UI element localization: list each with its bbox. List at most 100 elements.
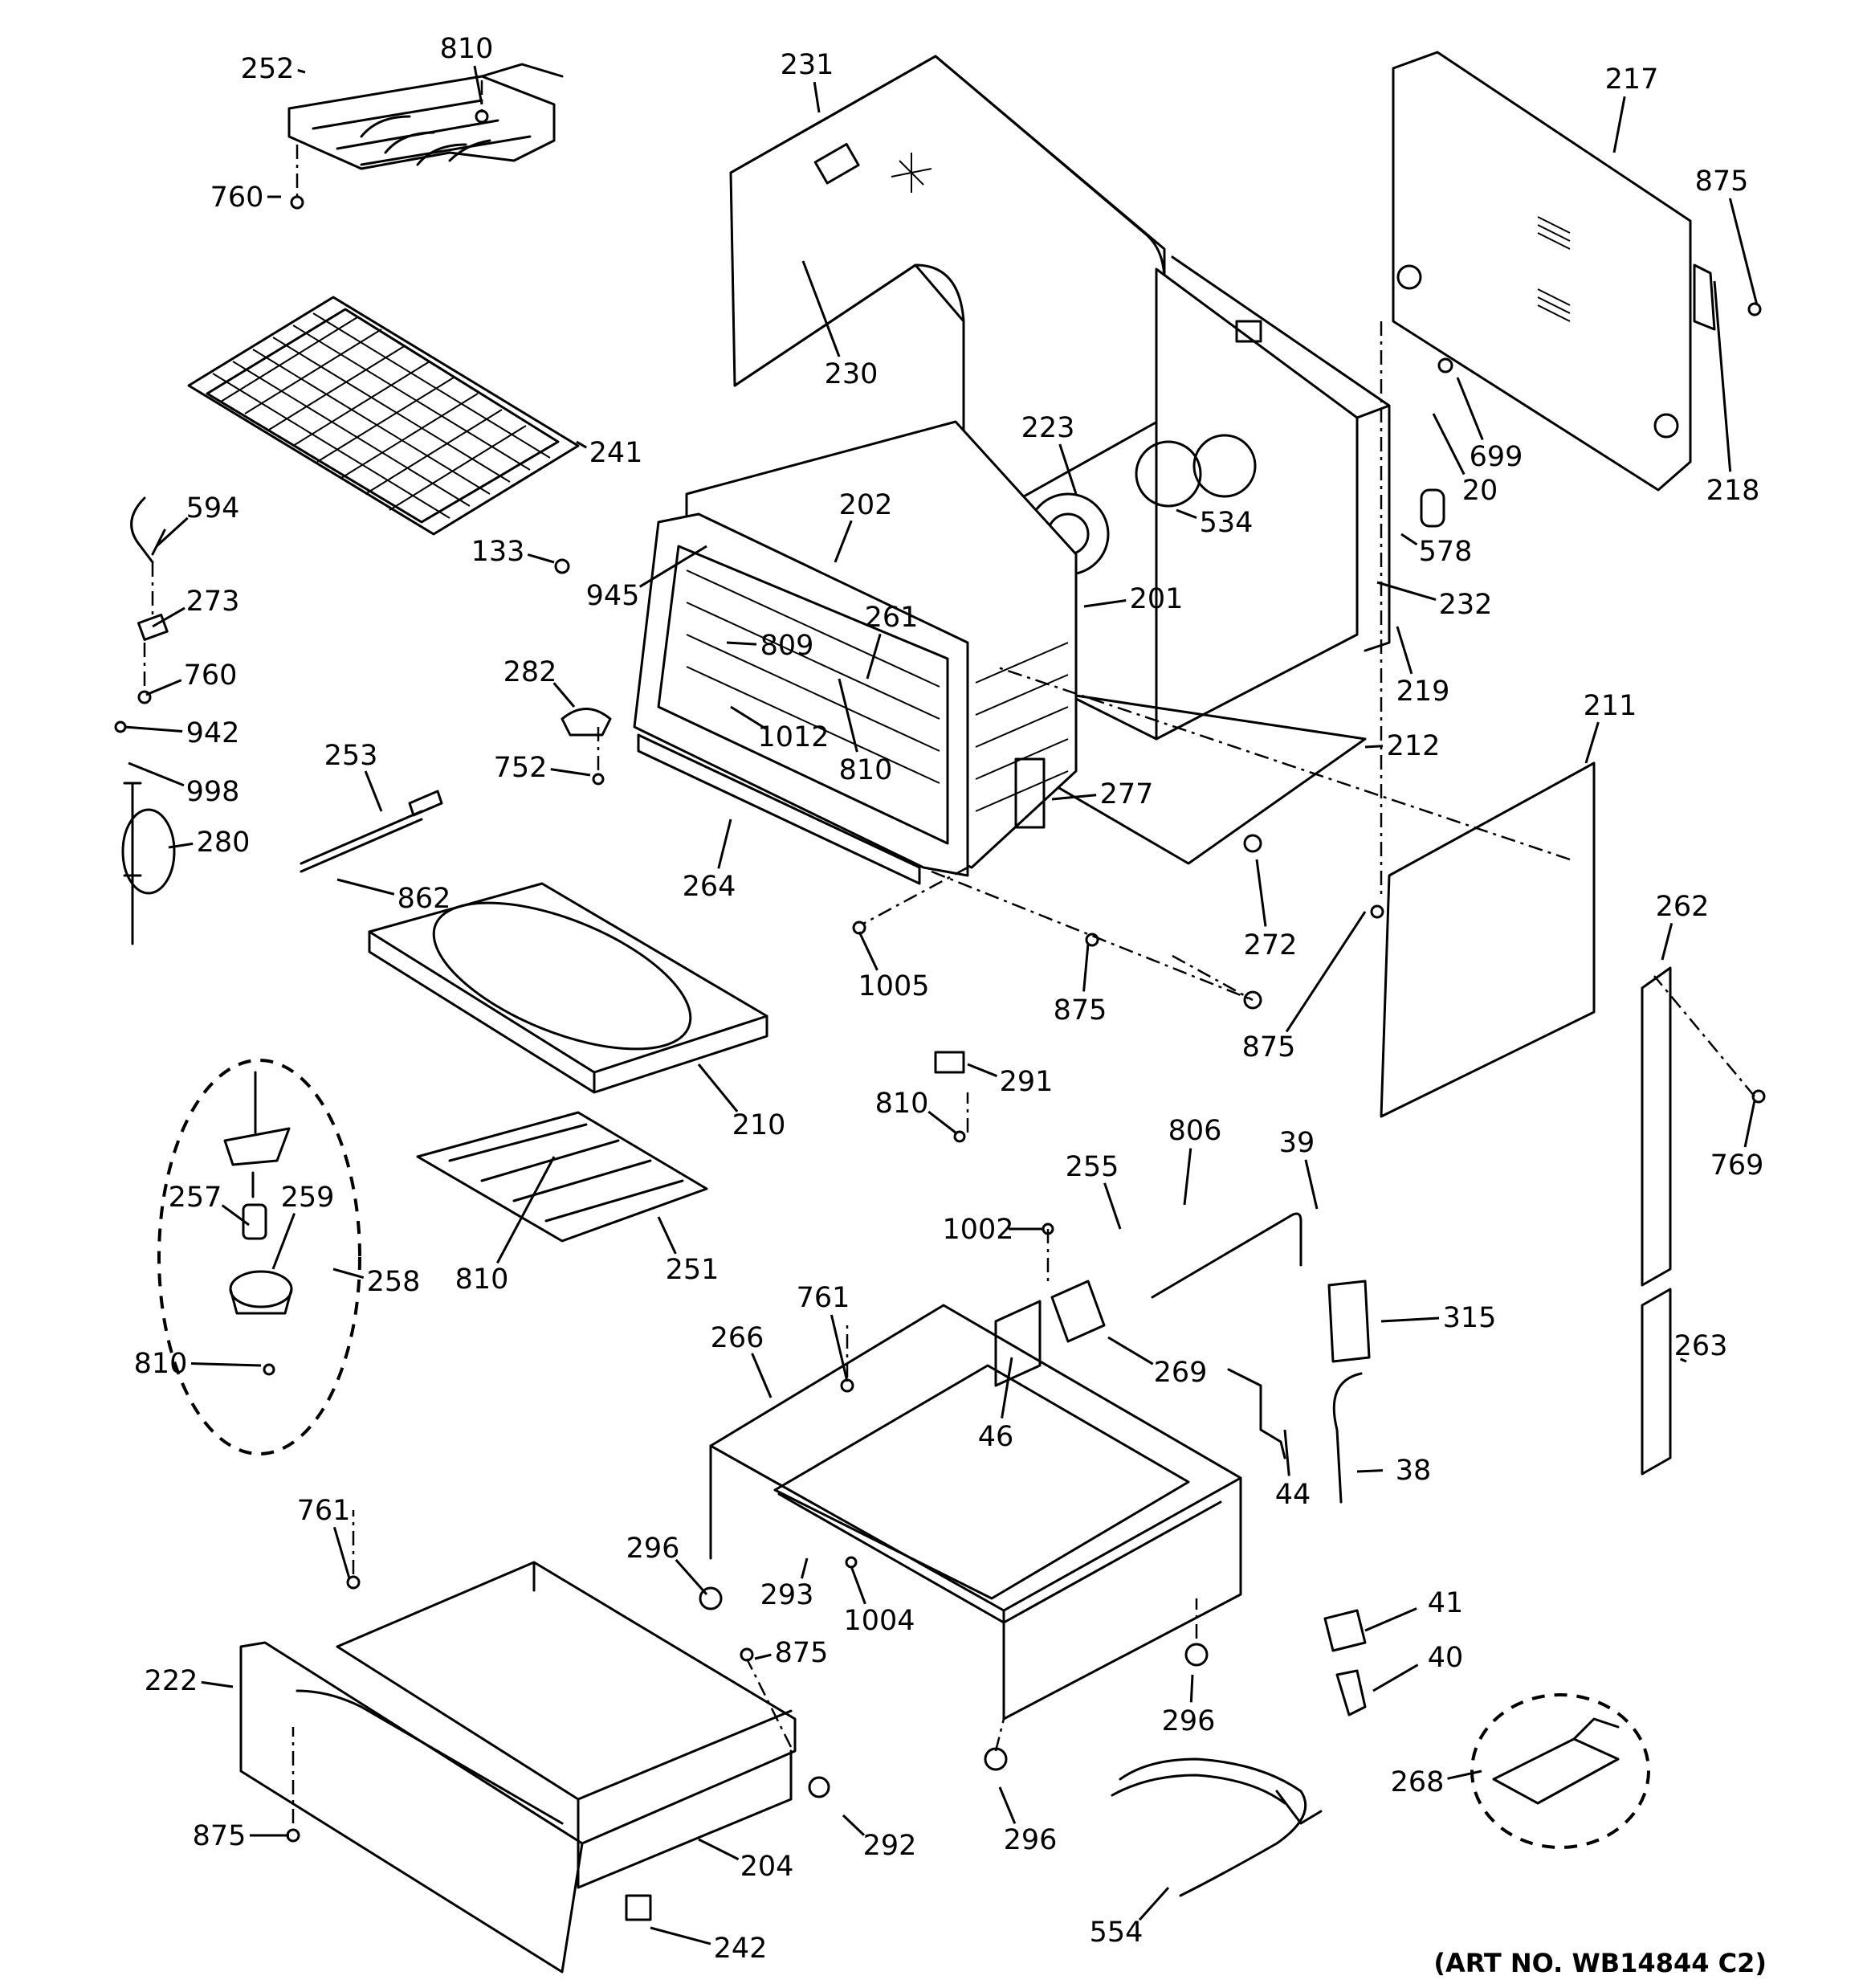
leader-line-c875d <box>754 1653 772 1660</box>
leader-line-c223 <box>1058 443 1078 495</box>
callout-c273: 273 <box>186 586 240 618</box>
callout-c810d: 810 <box>455 1263 509 1296</box>
callout-c258: 258 <box>367 1266 421 1298</box>
callout-c266: 266 <box>711 1322 764 1354</box>
callout-c263: 263 <box>1674 1330 1728 1362</box>
leader-line-c218 <box>1713 280 1732 472</box>
callout-c699: 699 <box>1470 441 1523 473</box>
leader-line-c296b <box>1189 1674 1194 1703</box>
callout-c262: 262 <box>1656 891 1710 923</box>
callout-c217: 217 <box>1605 63 1659 96</box>
leader-line-c210 <box>697 1063 739 1112</box>
leader-line-c133 <box>527 553 555 564</box>
leader-line-c699 <box>1456 377 1484 441</box>
leader-line-c761a <box>830 1314 849 1382</box>
callout-c594: 594 <box>186 492 240 525</box>
leader-line-c809 <box>726 641 757 646</box>
callout-c769: 769 <box>1710 1149 1764 1182</box>
callout-c810c: 810 <box>875 1088 929 1120</box>
leader-line-c241 <box>576 440 588 449</box>
callout-c253: 253 <box>324 740 378 772</box>
leader-line-c262 <box>1661 922 1673 961</box>
leader-line-c251 <box>657 1216 677 1255</box>
leader-line-c554 <box>1138 1887 1170 1921</box>
leader-line-c998 <box>128 761 185 787</box>
callout-c257: 257 <box>169 1182 222 1214</box>
bake-element-251 <box>416 1111 708 1243</box>
leader-line-c875c <box>1285 911 1367 1033</box>
leader-line-c217 <box>1612 96 1626 153</box>
callout-c296a: 296 <box>626 1533 680 1565</box>
leader-line-c230 <box>801 260 841 357</box>
leader-line-c268 <box>1447 1770 1482 1780</box>
callout-c268: 268 <box>1391 1766 1445 1798</box>
leader-line-c594 <box>155 516 189 548</box>
leader-line-c810e <box>190 1362 262 1367</box>
leader-line-c46 <box>1001 1357 1013 1419</box>
sensor-253 <box>300 790 443 873</box>
leader-line-c252 <box>297 68 306 74</box>
callout-c875d: 875 <box>775 1637 829 1669</box>
callout-c210: 210 <box>732 1109 786 1141</box>
callout-c942: 942 <box>186 717 240 749</box>
leader-line-c534 <box>1176 508 1197 520</box>
callout-c282: 282 <box>503 656 557 688</box>
callout-c875e: 875 <box>193 1820 247 1852</box>
leader-line-c40 <box>1372 1663 1419 1692</box>
callout-c280: 280 <box>197 827 251 859</box>
leader-line-c806 <box>1183 1148 1192 1206</box>
callout-c259: 259 <box>281 1182 335 1214</box>
leader-line-c810d <box>496 1156 556 1264</box>
callout-c38: 38 <box>1396 1455 1432 1487</box>
callout-c761a: 761 <box>797 1282 850 1314</box>
leader-line-c219 <box>1396 626 1413 675</box>
leader-line-c578 <box>1400 533 1418 546</box>
leader-line-c761b <box>332 1526 351 1579</box>
leader-line-c44 <box>1283 1429 1290 1476</box>
leader-line-c41 <box>1364 1607 1417 1632</box>
leader-line-c259 <box>271 1213 296 1270</box>
callout-c875c: 875 <box>1242 1031 1296 1063</box>
drawer-204 <box>239 1561 797 1974</box>
leader-line-c202 <box>834 520 853 563</box>
leader-line-c296c <box>998 1786 1017 1824</box>
leader-line-c810a <box>473 65 483 105</box>
leader-line-c769 <box>1743 1100 1756 1148</box>
leader-line-c242 <box>650 1926 711 1945</box>
callout-c232: 232 <box>1439 589 1493 621</box>
art-number-label: (ART NO. WB14844 C2) <box>1433 1948 1767 1978</box>
leader-line-c1005 <box>858 931 879 971</box>
alignment-lines <box>143 80 1755 1823</box>
leader-line-c760b <box>145 679 182 696</box>
callout-c133: 133 <box>471 536 525 568</box>
callout-c40: 40 <box>1428 1642 1464 1674</box>
callout-c945: 945 <box>586 580 640 612</box>
callout-c296b: 296 <box>1162 1705 1216 1737</box>
surface-unit-258 <box>157 1059 361 1455</box>
leader-line-c258 <box>332 1268 365 1279</box>
leader-line-c257 <box>221 1204 250 1227</box>
callout-c241: 241 <box>589 437 643 469</box>
leader-line-c38 <box>1356 1469 1384 1473</box>
leader-line-c862 <box>336 878 395 896</box>
callout-c760b: 760 <box>184 659 238 692</box>
leader-line-c291 <box>967 1063 998 1078</box>
callout-c20: 20 <box>1462 475 1498 507</box>
leader-line-c752 <box>550 768 591 777</box>
oven-rack-241 <box>187 296 580 536</box>
callout-c231: 231 <box>781 49 834 81</box>
leader-line-c280 <box>168 842 194 849</box>
leader-line-c296a <box>675 1558 708 1595</box>
leader-line-c282 <box>552 682 576 708</box>
leader-line-c875a <box>1728 198 1759 306</box>
side-panel-211 <box>1380 761 1596 1118</box>
callout-c1012: 1012 <box>757 721 829 753</box>
leader-line-c263 <box>1680 1357 1687 1363</box>
gas-lines <box>1151 1212 1371 1717</box>
back-panel-217 <box>1392 51 1716 492</box>
callout-c292: 292 <box>863 1830 917 1862</box>
leader-line-c277 <box>1051 794 1097 801</box>
callout-c264: 264 <box>683 871 736 903</box>
callout-c202: 202 <box>839 489 893 521</box>
